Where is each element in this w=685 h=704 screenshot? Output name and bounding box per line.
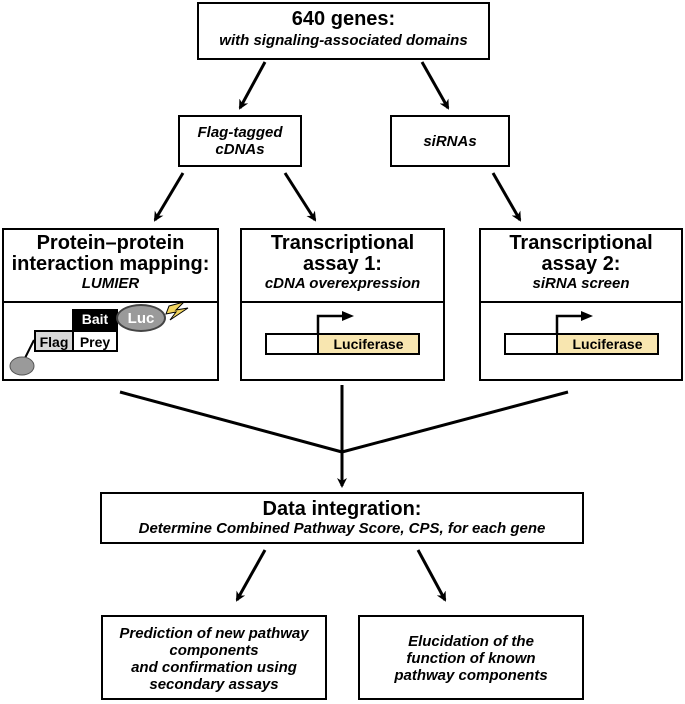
- prediction-line3: and confirmation using: [131, 659, 297, 676]
- flag-block: Flag: [34, 330, 74, 352]
- arrow-integration-to-elucidation: [416, 549, 447, 602]
- sirnas-label: siRNAs: [423, 133, 477, 150]
- lightning-icon: [165, 301, 189, 321]
- genes-title: 640 genes:: [291, 8, 396, 30]
- data-integration-box: Data integration: Determine Combined Pat…: [100, 492, 584, 544]
- bead-shape: [9, 356, 35, 376]
- genes-box: 640 genes: with signaling-associated dom…: [197, 2, 490, 60]
- assay2-title-line1: Transcriptional: [509, 232, 653, 254]
- assay2-reporter-graphic: [504, 311, 593, 355]
- prediction-line2: components: [169, 642, 259, 659]
- sirnas-box: siRNAs: [390, 115, 510, 167]
- lumier-illustration: Bait Luc Flag Prey: [4, 298, 217, 379]
- flag-tagged-cdnas-box: Flag-tagged cDNAs: [178, 115, 302, 167]
- elucidation-line1: Elucidation of the: [408, 633, 534, 650]
- assay2-subtitle: siRNA screen: [532, 275, 630, 292]
- integration-subtitle: Determine Combined Pathway Score, CPS, f…: [138, 520, 546, 537]
- prediction-line4: secondary assays: [149, 676, 279, 693]
- assay1-title-line2: assay 1:: [303, 253, 382, 275]
- merge-line-left: [119, 390, 343, 454]
- arrow-top-to-sirna: [420, 61, 450, 110]
- assay1-subtitle: cDNA overexpression: [264, 275, 421, 292]
- prey-block: Prey: [72, 330, 118, 352]
- merge-line-right: [341, 390, 569, 454]
- genes-subtitle: with signaling-associated domains: [219, 32, 468, 49]
- flag-tagged-line2: cDNAs: [215, 141, 265, 158]
- assay2-title-line2: assay 2:: [541, 253, 621, 275]
- ppi-header: Protein–protein interaction mapping: LUM…: [4, 233, 217, 303]
- arrow-sirna-to-assay2: [491, 172, 522, 222]
- ppi-subtitle: LUMIER: [81, 275, 140, 292]
- bait-block: Bait: [72, 309, 118, 331]
- assay1-luciferase-box: Luciferase: [317, 333, 420, 355]
- luc-ellipse: Luc: [116, 304, 166, 332]
- lumier-graphic: [9, 301, 189, 376]
- arrow-flag-to-ppi: [153, 172, 185, 222]
- assay1-header: Transcriptional assay 1: cDNA overexpres…: [242, 233, 443, 303]
- assay1-title-line1: Transcriptional: [270, 232, 415, 254]
- assay2-header: Transcriptional assay 2: siRNA screen: [481, 233, 681, 303]
- arrow-integration-to-prediction: [235, 549, 267, 602]
- elucidation-line2: function of known: [406, 650, 536, 667]
- assay1-reporter-graphic: [265, 311, 354, 355]
- assay2-box: Transcriptional assay 2: siRNA screen Lu…: [479, 228, 683, 381]
- prediction-box: Prediction of new pathway components and…: [101, 615, 327, 700]
- elucidation-box: Elucidation of the function of known pat…: [358, 615, 584, 700]
- assay1-box: Transcriptional assay 1: cDNA overexpres…: [240, 228, 445, 381]
- flag-tagged-line1: Flag-tagged: [197, 124, 283, 141]
- prediction-line1: Prediction of new pathway: [119, 625, 309, 642]
- arrow-top-to-flag: [238, 61, 267, 110]
- arrow-flag-to-assay1: [283, 172, 317, 222]
- ppi-title-line1: Protein–protein: [36, 232, 185, 254]
- ppi-mapping-box: Protein–protein interaction mapping: LUM…: [2, 228, 219, 381]
- elucidation-line3: pathway components: [394, 667, 548, 684]
- ppi-title-line2: interaction mapping:: [11, 253, 210, 275]
- integration-title: Data integration:: [262, 498, 422, 520]
- assay2-luciferase-box: Luciferase: [556, 333, 659, 355]
